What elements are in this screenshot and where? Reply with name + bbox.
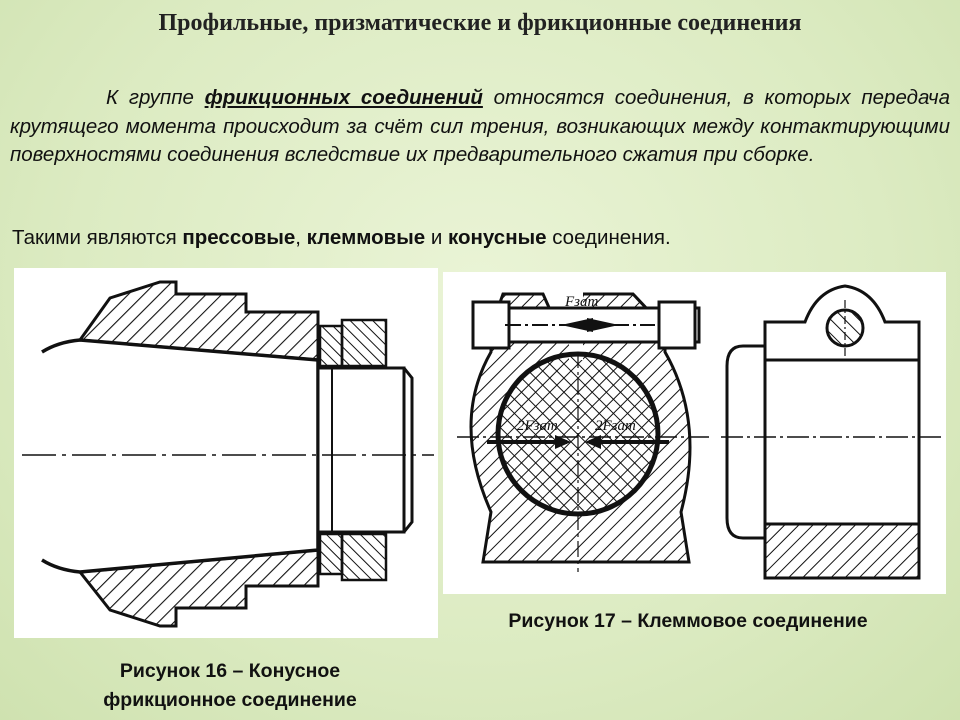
figure-16-caption-line1: Рисунок 16 – Конусное bbox=[119, 660, 341, 682]
paragraph-rest: относятся соединения, в которых передача… bbox=[10, 86, 950, 166]
clamp-lower-section bbox=[763, 522, 921, 580]
intro-paragraph: К группе фрикционных соединений относятс… bbox=[10, 84, 950, 170]
line2-suffix: соединения. bbox=[546, 226, 671, 249]
clamp-joint-drawing: Fзат 2Fзат 2Fзат bbox=[457, 284, 943, 580]
bolt-head bbox=[471, 300, 511, 350]
figure-17-caption: Рисунок 17 – Клеммовое соединение bbox=[508, 610, 868, 632]
shaft-left-end bbox=[725, 344, 765, 540]
cone-joint-drawing bbox=[22, 280, 434, 628]
washer-upper bbox=[318, 324, 344, 368]
thread-chamfer bbox=[402, 367, 414, 533]
washer-lower bbox=[318, 532, 344, 576]
connection-types-line: Такими являются прессовые, клеммовые и к… bbox=[12, 226, 671, 250]
nut-lower bbox=[340, 532, 388, 582]
label-2fzat-right: 2Fзат bbox=[595, 418, 636, 434]
paragraph-prefix: К группе bbox=[106, 86, 205, 109]
figure-16-cone-joint bbox=[14, 268, 438, 638]
reaction-arrowhead-right bbox=[585, 435, 601, 449]
threaded-end bbox=[316, 366, 406, 534]
type-press: прессовые bbox=[182, 226, 296, 249]
line2-prefix: Такими являются bbox=[12, 226, 183, 249]
paragraph-emphasis: фрикционных соединений bbox=[204, 86, 483, 109]
label-fzat: Fзат bbox=[564, 294, 599, 310]
shaft-side-view bbox=[763, 358, 921, 526]
force-arrow-left bbox=[561, 318, 593, 332]
label-2fzat-left: 2Fзат bbox=[517, 418, 558, 434]
line2-sep1: , bbox=[295, 226, 307, 249]
line2-sep2: и bbox=[425, 226, 449, 249]
figure-16-caption-line2: фрикционное соединение bbox=[103, 689, 357, 711]
bolt-nut bbox=[657, 300, 697, 350]
cone-shaft bbox=[41, 338, 320, 574]
force-arrow-right bbox=[587, 318, 619, 332]
figure-16-caption: Рисунок 16 – Конусное фрикционное соедин… bbox=[40, 657, 420, 715]
reaction-arrowhead-left bbox=[555, 435, 571, 449]
figure-17-clamp-joint: Fзат 2Fзат 2Fзат bbox=[443, 272, 946, 594]
type-cone: конусные bbox=[448, 226, 547, 249]
hub-lower-section bbox=[77, 548, 320, 628]
page-title: Профильные, призматические и фрикционные… bbox=[158, 10, 802, 36]
type-clamp: клеммовые bbox=[306, 226, 426, 249]
nut-upper bbox=[340, 318, 388, 368]
